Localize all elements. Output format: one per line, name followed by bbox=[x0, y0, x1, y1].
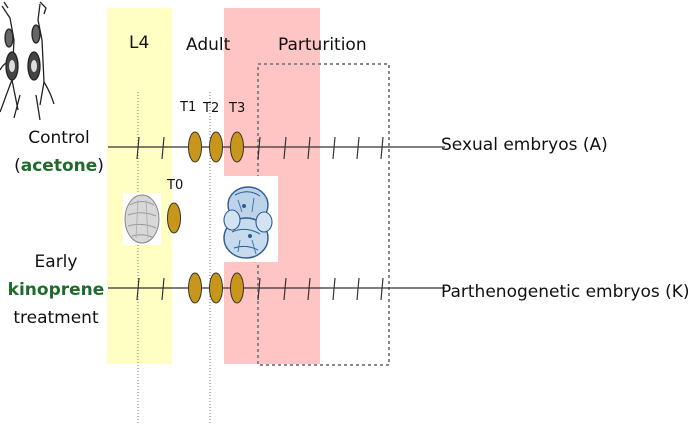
timepoint-oval-t2 bbox=[210, 273, 223, 303]
l4-band bbox=[107, 8, 172, 364]
timepoint-oval-t1 bbox=[189, 132, 202, 162]
timepoint-label-t2: T2 bbox=[203, 101, 219, 116]
embryo-cluster-icon bbox=[220, 176, 278, 262]
timepoint-oval-t3 bbox=[231, 273, 244, 303]
aphid-sketch-icon bbox=[0, 2, 54, 120]
close-paren: ) bbox=[97, 156, 104, 176]
early-label-line3: treatment bbox=[4, 304, 108, 332]
region-label-adult: Adult bbox=[186, 35, 230, 55]
control-condition-label: Control (acetone) bbox=[10, 124, 108, 180]
open-paren: ( bbox=[14, 156, 21, 176]
tick bbox=[357, 137, 359, 159]
tick bbox=[333, 137, 335, 159]
tick bbox=[381, 278, 383, 300]
embryo-round-icon bbox=[123, 193, 161, 245]
early-label-line1: Early bbox=[4, 248, 108, 276]
timepoint-label-t1: T1 bbox=[180, 100, 196, 115]
timepoint-label-t3: T3 bbox=[229, 101, 245, 116]
treatment-acetone: acetone bbox=[21, 156, 98, 176]
timepoint-oval-t1 bbox=[189, 273, 202, 303]
timepoint-oval-t3 bbox=[231, 132, 244, 162]
timepoint-label-t0: T0 bbox=[167, 178, 183, 193]
tick bbox=[381, 137, 383, 159]
timepoint-oval-t2 bbox=[210, 132, 223, 162]
outcome-parthenogenetic-embryos: Parthenogenetic embryos (K) bbox=[441, 282, 690, 302]
tick bbox=[357, 278, 359, 300]
early-condition-label: Early kinoprene treatment bbox=[4, 248, 108, 332]
control-label-line1: Control bbox=[10, 124, 108, 152]
region-label-l4: L4 bbox=[129, 33, 149, 53]
outcome-sexual-embryos: Sexual embryos (A) bbox=[441, 135, 608, 155]
control-label-line2: (acetone) bbox=[10, 152, 108, 180]
treatment-kinoprene: kinoprene bbox=[4, 276, 108, 304]
timepoint-oval-t0 bbox=[168, 203, 181, 233]
tick bbox=[333, 278, 335, 300]
region-label-parturition: Parturition bbox=[278, 35, 367, 55]
